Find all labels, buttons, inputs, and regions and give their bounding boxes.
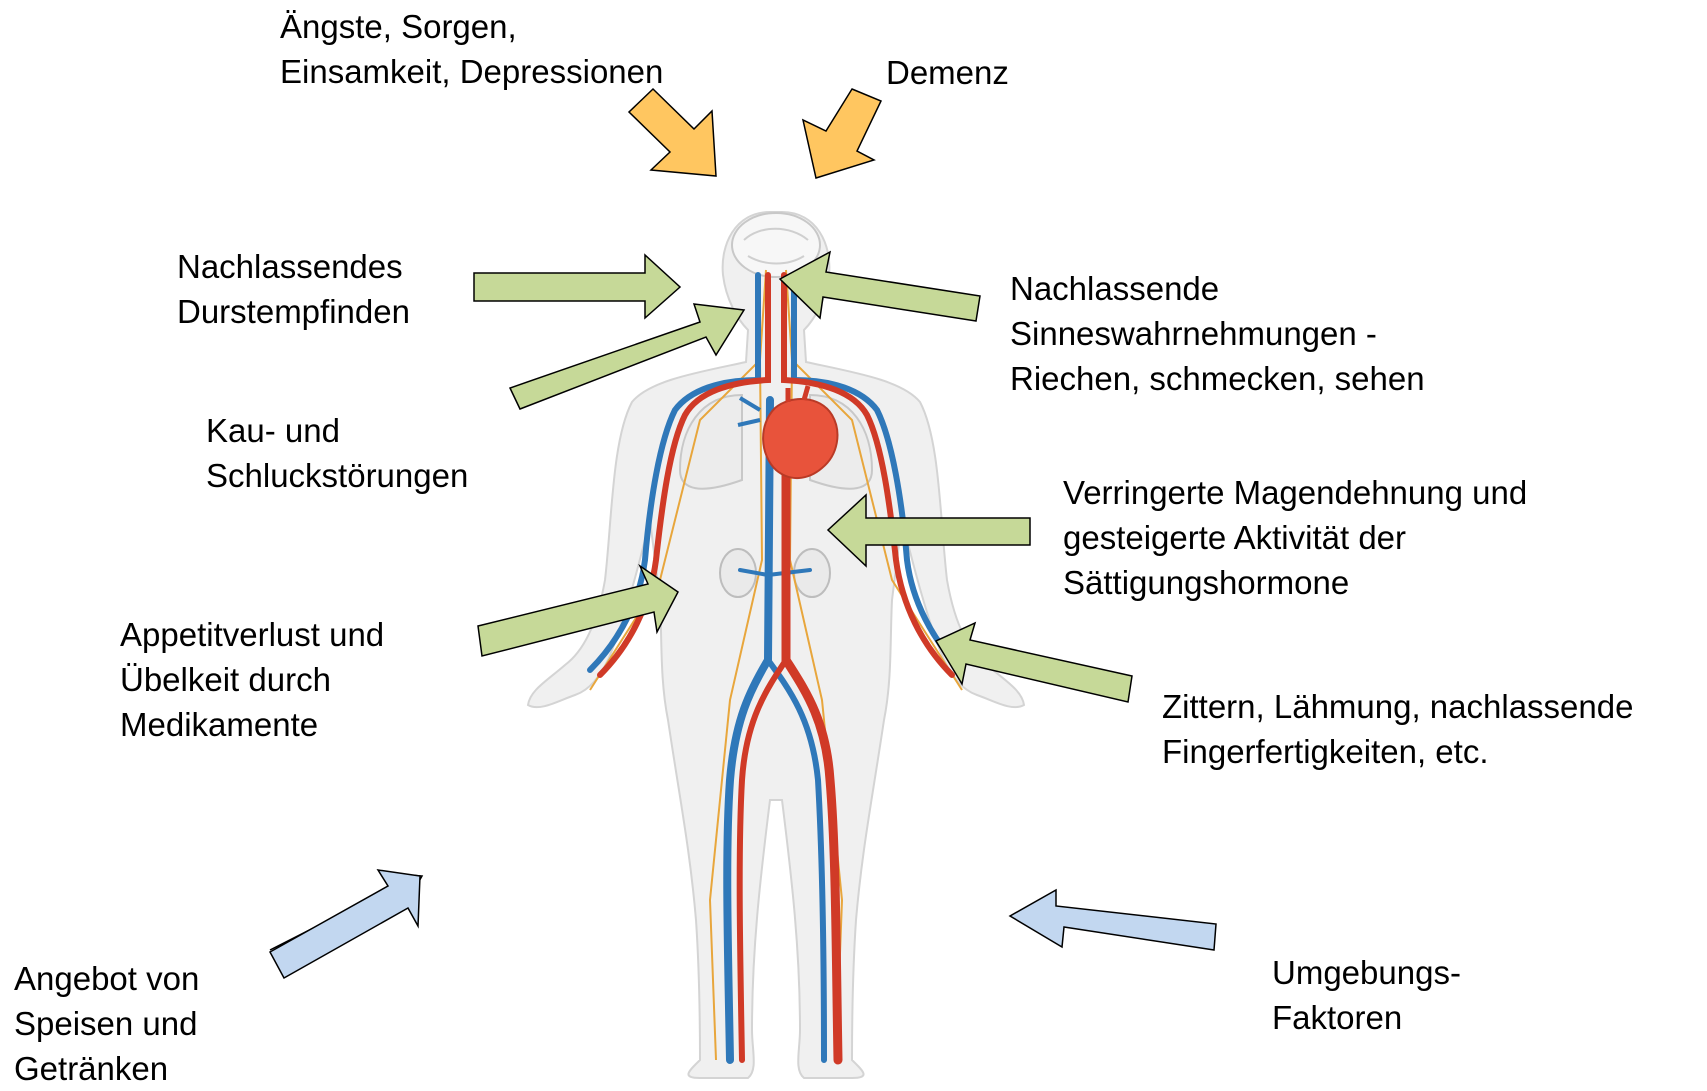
label-magen-line: Sättigungshormone (1063, 560, 1527, 605)
label-durst: Nachlassendes Durstempfinden (177, 244, 410, 334)
label-magen-line: gesteigerte Aktivität der (1063, 515, 1527, 560)
label-appetit-line: Übelkeit durch (120, 657, 384, 702)
label-kau: Kau- und Schluckstörungen (206, 408, 468, 498)
label-umgebung-line: Faktoren (1272, 995, 1461, 1040)
label-sinne-line: Nachlassende (1010, 266, 1425, 311)
label-angebot: Angebot von Speisen und Getränken (14, 956, 199, 1091)
arrow-aengste (629, 89, 716, 176)
label-zittern: Zittern, Lähmung, nachlassende Fingerfer… (1162, 684, 1633, 774)
label-sinne-line: Sinneswahrnehmungen - (1010, 311, 1425, 356)
label-zittern-line: Fingerfertigkeiten, etc. (1162, 729, 1633, 774)
label-zittern-line: Zittern, Lähmung, nachlassende (1162, 684, 1633, 729)
label-umgebung-line: Umgebungs- (1272, 950, 1461, 995)
label-angebot-line: Getränken (14, 1046, 199, 1091)
label-sinne-line: Riechen, schmecken, sehen (1010, 356, 1425, 401)
label-umgebung: Umgebungs- Faktoren (1272, 950, 1461, 1040)
label-appetit-line: Appetitverlust und (120, 612, 384, 657)
label-demenz-line: Demenz (886, 50, 1009, 95)
label-sinne: Nachlassende Sinneswahrnehmungen - Riech… (1010, 266, 1425, 401)
label-aengste-line: Ängste, Sorgen, (280, 4, 663, 49)
label-durst-line: Durstempfinden (177, 289, 410, 334)
label-magen-line: Verringerte Magendehnung und (1063, 470, 1527, 515)
label-appetit: Appetitverlust und Übelkeit durch Medika… (120, 612, 384, 747)
label-demenz: Demenz (886, 50, 1009, 95)
label-appetit-line: Medikamente (120, 702, 384, 747)
arrow-zittern (936, 623, 1132, 702)
arrow-umgebung (1010, 890, 1216, 950)
arrow-appetit (478, 566, 678, 656)
label-durst-line: Nachlassendes (177, 244, 410, 289)
arrow-durst (474, 255, 680, 318)
arrow-demenz (803, 89, 881, 178)
label-kau-line: Schluckstörungen (206, 453, 468, 498)
arrow-angebot-body (270, 870, 420, 978)
label-magen: Verringerte Magendehnung und gesteigerte… (1063, 470, 1527, 605)
label-aengste: Ängste, Sorgen, Einsamkeit, Depressionen (280, 4, 663, 94)
label-angebot-line: Speisen und (14, 1001, 199, 1046)
label-angebot-line: Angebot von (14, 956, 199, 1001)
label-kau-line: Kau- und (206, 408, 468, 453)
label-aengste-line: Einsamkeit, Depressionen (280, 49, 663, 94)
